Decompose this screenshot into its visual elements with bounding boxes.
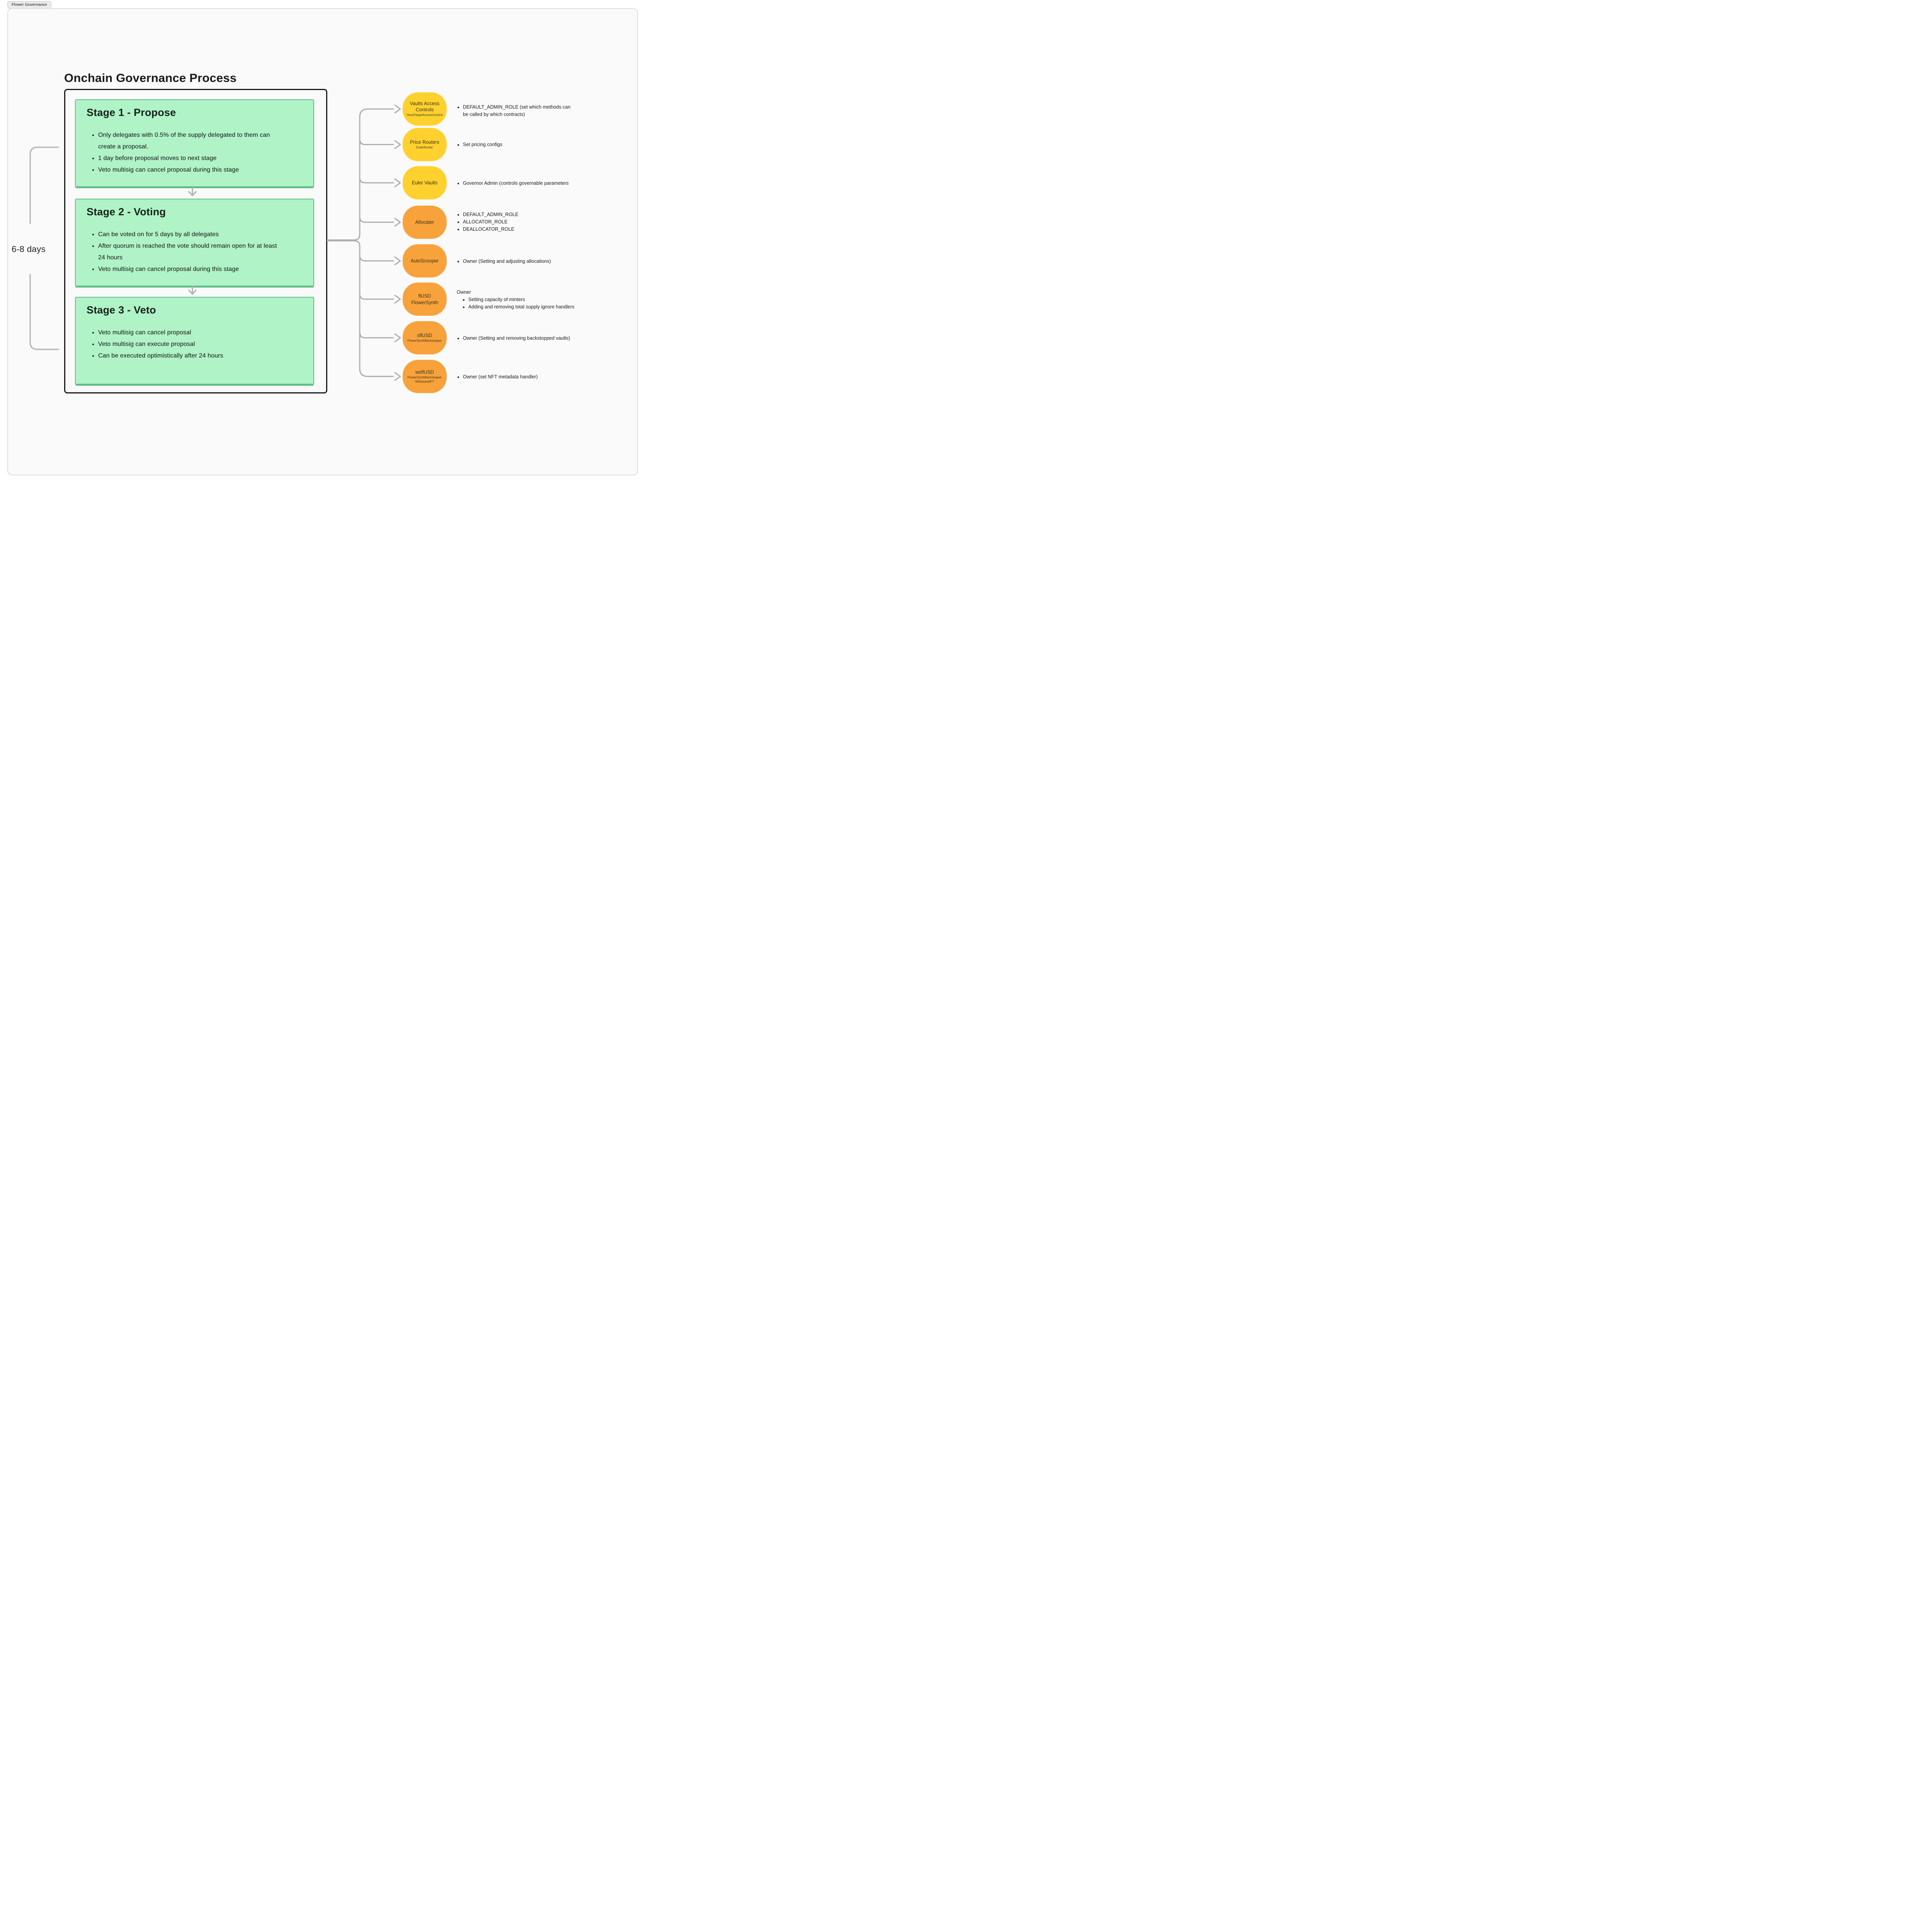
node-vaults-access-controls[interactable]: Vaults Access Controls HookTargetAccessC… xyxy=(403,92,447,126)
node-autoscooper[interactable]: AutoScooper xyxy=(403,244,447,278)
stage-1-bullet: 1 day before proposal moves to next stag… xyxy=(98,153,280,164)
side-note-autoscooper: Owner (Setting and adjusting allocations… xyxy=(457,258,551,265)
side-bullet: DEALLOCATOR_ROLE xyxy=(463,226,519,233)
stage-3-bullet: Veto multisig can cancel proposal xyxy=(98,327,280,339)
node-sflusd[interactable]: sflUSD FlowerSynthBackstopper xyxy=(403,321,447,354)
side-bullet: DEFAULT_ADMIN_ROLE xyxy=(463,211,519,218)
side-bullet: Owner (Setting and removing backstopped … xyxy=(463,335,570,342)
node-title: sflUSD xyxy=(417,333,432,339)
node-euler-vaults[interactable]: Euler Vaults xyxy=(403,166,447,199)
duration-label: 6-8 days xyxy=(12,244,46,254)
side-note-wsflusd: Owner (set NFT metadata handler) xyxy=(457,373,538,381)
stage-3-bullets: Veto multisig can cancel proposal Veto m… xyxy=(87,327,303,362)
side-note-flusd: Owner Setting capacity of minters Adding… xyxy=(457,289,574,311)
stage-3-bullet: Can be executed optimistically after 24 … xyxy=(98,350,280,362)
side-note-sflusd: Owner (Setting and removing backstopped … xyxy=(457,335,570,342)
node-wsflusd[interactable]: wsflUSD FlowerSynthBackstopper WithdrawN… xyxy=(403,360,447,393)
side-bullet: Governor Admin (controls governable para… xyxy=(463,180,569,187)
side-bullet: DEFAULT_ADMIN_ROLE (set which methods ca… xyxy=(463,104,576,118)
side-bullet: Adding and removing total supply ignore … xyxy=(468,303,574,311)
stage-3-heading: Stage 3 - Veto xyxy=(87,304,156,316)
node-title: Vaults Access Controls xyxy=(410,101,440,113)
side-note-price-routers: Set pricing configs xyxy=(457,141,502,148)
stage-2-bullets: Can be voted on for 5 days by all delega… xyxy=(87,229,303,275)
node-subtitle: HookTargetAccessControl xyxy=(406,113,443,117)
side-note-heading: Owner xyxy=(457,289,471,295)
node-allocater[interactable]: Allocater xyxy=(403,206,447,239)
side-bullet: Set pricing configs xyxy=(463,141,502,148)
side-bullet: Setting capacity of minters xyxy=(468,296,574,303)
node-title: AutoScooper xyxy=(410,258,439,264)
stage-2-bullet: After quorum is reached the vote should … xyxy=(98,240,280,264)
stage-3-bullet: Veto multisig can execute proposal xyxy=(98,339,280,350)
node-subtitle: FlowerSynthBackstopper xyxy=(407,375,442,379)
frame-label-tab[interactable]: Flower Governance xyxy=(7,1,51,9)
stage-1-heading: Stage 1 - Propose xyxy=(87,107,176,118)
node-title: Allocater xyxy=(415,220,434,225)
node-title: Price Routers xyxy=(410,140,439,145)
page-title: Onchain Governance Process xyxy=(64,71,237,85)
side-note-allocater: DEFAULT_ADMIN_ROLE ALLOCATOR_ROLE DEALLO… xyxy=(457,211,519,233)
node-subtitle: FlowerSynthBackstopper xyxy=(407,339,442,343)
side-bullet: Owner (Setting and adjusting allocations… xyxy=(463,258,551,265)
node-title: flUSD xyxy=(418,293,431,299)
side-note-euler-vaults: Governor Admin (controls governable para… xyxy=(457,180,569,187)
node-price-routers[interactable]: Price Routers EulerRouter xyxy=(403,128,447,161)
stage-2-bullet: Can be voted on for 5 days by all delega… xyxy=(98,229,280,240)
stage-1-bullets: Only delegates with 0.5% of the supply d… xyxy=(87,129,303,176)
governance-process-box[interactable]: Stage 1 - Propose Only delegates with 0.… xyxy=(64,89,327,393)
diagram-canvas: Flower Governance Onchain Governance Pro… xyxy=(0,0,640,479)
side-note-vaults-access: DEFAULT_ADMIN_ROLE (set which methods ca… xyxy=(457,104,576,118)
stage-1-bullet: Veto multisig can cancel proposal during… xyxy=(98,164,280,176)
stage-3-box[interactable]: Stage 3 - Veto Veto multisig can cancel … xyxy=(75,297,314,385)
stage-1-box[interactable]: Stage 1 - Propose Only delegates with 0.… xyxy=(75,99,314,187)
stage-2-heading: Stage 2 - Voting xyxy=(87,206,166,218)
node-subtitle: EulerRouter xyxy=(416,146,433,150)
node-title: FlowerSynth xyxy=(411,300,438,305)
stage-2-box[interactable]: Stage 2 - Voting Can be voted on for 5 d… xyxy=(75,199,314,286)
node-title: wsflUSD xyxy=(415,369,434,375)
node-subtitle: WithdrawNFT xyxy=(415,380,434,383)
stage-2-bullet: Veto multisig can cancel proposal during… xyxy=(98,264,280,275)
side-bullet: ALLOCATOR_ROLE xyxy=(463,218,519,226)
node-title: Euler Vaults xyxy=(412,180,438,186)
stage-1-bullet: Only delegates with 0.5% of the supply d… xyxy=(98,129,280,153)
node-flusd-flowersynth[interactable]: flUSD FlowerSynth xyxy=(403,283,447,316)
side-bullet: Owner (set NFT metadata handler) xyxy=(463,373,538,381)
